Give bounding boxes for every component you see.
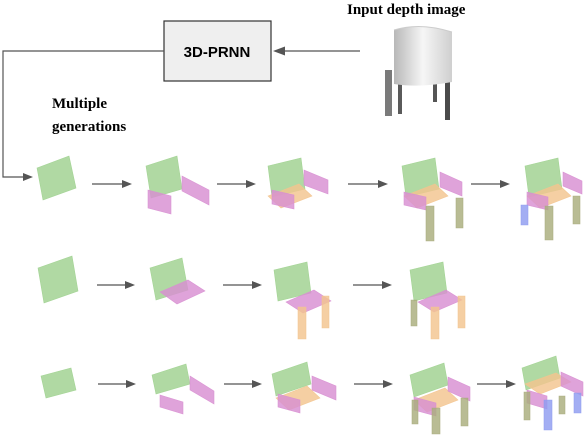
arm-primitive xyxy=(285,289,332,314)
row3-step2 xyxy=(151,363,215,415)
row1-step3 xyxy=(267,157,329,210)
model-box: 3D-PRNN xyxy=(163,20,272,82)
step-arrow xyxy=(354,380,393,388)
leg-primitive xyxy=(455,197,464,229)
input-depth-image xyxy=(385,26,453,120)
step-arrow xyxy=(223,281,262,289)
leg-primitive xyxy=(520,204,529,226)
step-arrow xyxy=(92,180,132,188)
arm-primitive xyxy=(159,279,206,305)
row2-step2 xyxy=(149,257,206,305)
leg-primitive xyxy=(573,392,582,414)
model-to-generation-connector xyxy=(2,50,164,181)
back-primitive xyxy=(151,363,191,395)
leg-primitive xyxy=(543,399,553,431)
input-depth-image-label: Input depth image xyxy=(347,2,466,18)
row1-step1 xyxy=(36,155,77,201)
generation-grid xyxy=(36,155,584,435)
leg-primitive xyxy=(457,295,466,329)
arm-primitive xyxy=(447,376,471,402)
step-arrow xyxy=(217,180,256,188)
row2-step4 xyxy=(409,261,466,340)
arm-primitive xyxy=(560,371,584,397)
back-primitive xyxy=(40,367,77,399)
arm-primitive xyxy=(439,171,463,197)
step-arrow xyxy=(224,380,262,388)
leg-primitive xyxy=(425,205,435,242)
leg-primitive xyxy=(523,391,531,421)
step-arrow xyxy=(97,281,135,289)
row1-step4 xyxy=(401,157,464,242)
step-arrow xyxy=(353,281,392,289)
arm-primitive xyxy=(277,393,301,414)
arm-primitive xyxy=(159,394,184,415)
step-arrow xyxy=(348,180,388,188)
arm-primitive xyxy=(562,171,583,195)
leg-primitive xyxy=(411,399,419,425)
leg-primitive xyxy=(460,397,469,427)
arm-primitive xyxy=(303,169,329,195)
arm-primitive xyxy=(147,189,172,215)
leg-primitive xyxy=(297,306,307,340)
row1-step5 xyxy=(520,157,583,241)
row2-step1 xyxy=(37,255,79,304)
leg-primitive xyxy=(321,295,330,329)
leg-primitive xyxy=(544,205,554,241)
leg-primitive xyxy=(572,195,581,225)
row3-step5 xyxy=(521,355,584,431)
input-arrow xyxy=(273,46,360,56)
step-arrow xyxy=(98,380,136,388)
back-primitive xyxy=(36,155,77,201)
back-primitive xyxy=(271,361,312,397)
multiple-generations-label-line2: generations xyxy=(52,119,126,135)
row3-step4 xyxy=(409,362,471,435)
arm-primitive xyxy=(181,175,210,206)
arm-primitive xyxy=(311,375,337,401)
arm-primitive xyxy=(189,375,215,405)
step-arrow xyxy=(477,380,516,388)
leg-primitive xyxy=(558,395,566,415)
multiple-generations-label-line1: Multiple xyxy=(52,96,107,112)
step-arrow xyxy=(471,180,510,188)
back-primitive xyxy=(37,255,79,304)
leg-primitive xyxy=(431,407,441,435)
leg-primitive xyxy=(410,299,418,327)
leg-primitive xyxy=(430,306,440,340)
arm-primitive xyxy=(271,189,295,210)
row3-step3 xyxy=(271,361,337,414)
model-label: 3D-PRNN xyxy=(184,44,251,61)
row3-step1 xyxy=(40,367,77,399)
row1-step2 xyxy=(145,155,210,215)
row2-step3 xyxy=(273,261,332,340)
